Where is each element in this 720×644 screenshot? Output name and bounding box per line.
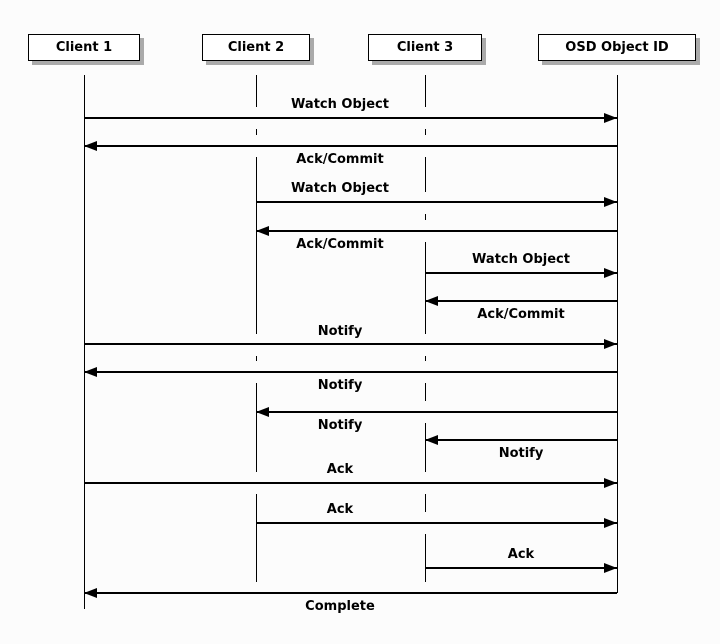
participant-label-client-3: Client 3 xyxy=(396,40,454,55)
message-label: Ack xyxy=(326,502,354,517)
message-line xyxy=(84,371,617,373)
message-label: Watch Object xyxy=(291,97,389,112)
message-line xyxy=(425,439,617,441)
message-line xyxy=(425,300,617,302)
lifeline-segment-client3 xyxy=(425,75,426,107)
lifeline-segment-client3 xyxy=(425,129,426,135)
participant-box-client-2: Client 2 xyxy=(202,34,310,61)
arrowhead-right-icon xyxy=(604,478,617,488)
lifeline-segment-client2 xyxy=(256,383,257,472)
message-line xyxy=(84,117,617,119)
message-label: Watch Object xyxy=(472,252,570,267)
lifeline-segment-client3 xyxy=(425,423,426,472)
message-label: Ack/Commit xyxy=(296,237,384,252)
lifeline-segment-client2 xyxy=(256,157,257,334)
message-line xyxy=(84,482,617,484)
message-label: Ack/Commit xyxy=(477,307,565,322)
lifeline-segment-client1 xyxy=(84,75,85,609)
participant-label-osd-object-id: OSD Object ID xyxy=(565,40,669,55)
participant-box-osd-object-id: OSD Object ID xyxy=(538,34,696,61)
arrowhead-left-icon xyxy=(84,141,97,151)
lifeline-segment-client3 xyxy=(425,494,426,512)
message-label: Notify xyxy=(317,324,363,339)
participant-box-client-3: Client 3 xyxy=(368,34,482,61)
lifeline-segment-client2 xyxy=(256,75,257,107)
message-label: Notify xyxy=(498,446,544,461)
arrowhead-right-icon xyxy=(604,563,617,573)
message-line xyxy=(84,145,617,147)
arrowhead-left-icon xyxy=(84,367,97,377)
message-line xyxy=(425,272,617,274)
arrowhead-left-icon xyxy=(256,407,269,417)
lifeline-segment-client3 xyxy=(425,534,426,582)
message-line xyxy=(84,592,617,594)
arrowhead-left-icon xyxy=(256,226,269,236)
participant-label-client-1: Client 1 xyxy=(55,40,113,55)
message-label: Complete xyxy=(305,599,375,614)
message-label: Notify xyxy=(317,378,363,393)
participant-label-client-2: Client 2 xyxy=(227,40,285,55)
message-line xyxy=(256,201,617,203)
lifeline-segment-client2 xyxy=(256,356,257,361)
lifeline-segment-client2 xyxy=(256,129,257,135)
message-line xyxy=(425,567,617,569)
message-label: Ack xyxy=(326,462,354,477)
arrowhead-right-icon xyxy=(604,339,617,349)
lifeline-segment-client3 xyxy=(425,214,426,220)
lifeline-segment-osd xyxy=(617,75,618,593)
message-label: Notify xyxy=(317,418,363,433)
message-line xyxy=(256,522,617,524)
lifeline-segment-client3 xyxy=(425,157,426,192)
lifeline-segment-client2 xyxy=(256,494,257,582)
participant-box-client-1: Client 1 xyxy=(28,34,140,61)
arrowhead-right-icon xyxy=(604,197,617,207)
arrowhead-right-icon xyxy=(604,113,617,123)
arrowhead-left-icon xyxy=(84,588,97,598)
message-line xyxy=(84,343,617,345)
message-label: Ack/Commit xyxy=(296,152,384,167)
arrowhead-right-icon xyxy=(604,268,617,278)
message-label: Watch Object xyxy=(291,181,389,196)
lifeline-segment-client3 xyxy=(425,356,426,361)
arrowhead-left-icon xyxy=(425,296,438,306)
lifeline-segment-client3 xyxy=(425,242,426,334)
message-line xyxy=(256,230,617,232)
lifeline-segment-client3 xyxy=(425,383,426,401)
message-label: Ack xyxy=(507,547,535,562)
message-line xyxy=(256,411,617,413)
arrowhead-right-icon xyxy=(604,518,617,528)
arrowhead-left-icon xyxy=(425,435,438,445)
